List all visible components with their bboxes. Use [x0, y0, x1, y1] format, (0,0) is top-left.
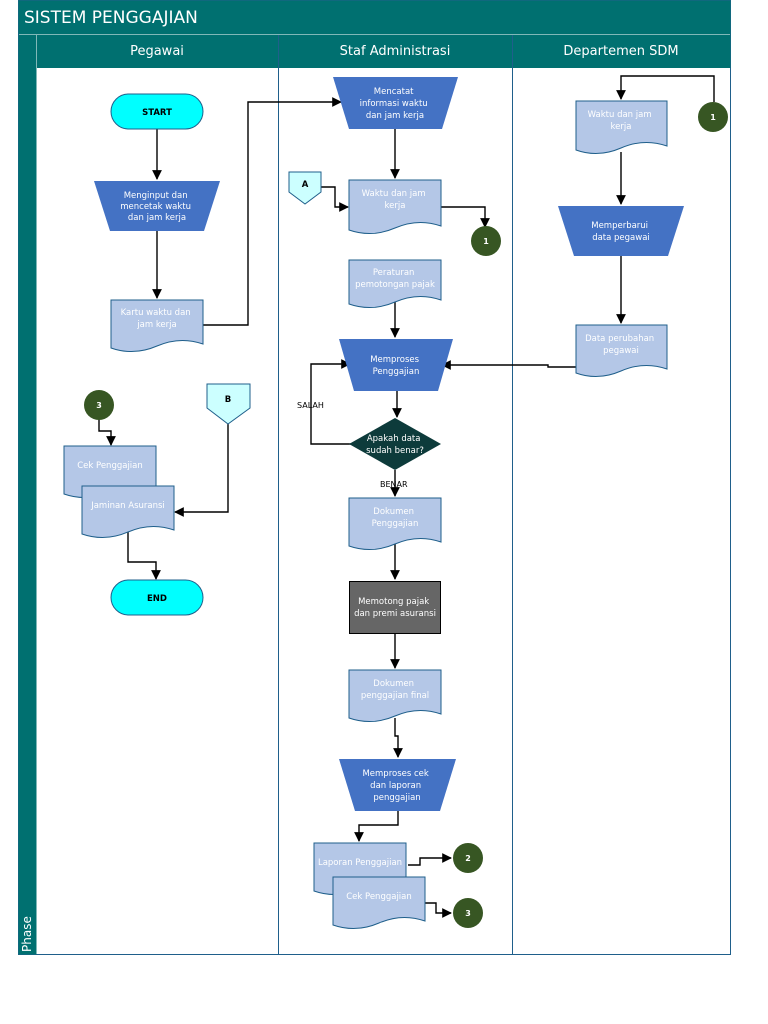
- document-waktu-jam-kerja-sdm[interactable]: Waktu dan jam kerja: [575, 100, 668, 154]
- connector-3-staf[interactable]: 3: [453, 898, 483, 928]
- terminal-start[interactable]: START: [110, 93, 204, 130]
- document-dokumen-penggajian[interactable]: Dokumen Penggajian: [348, 497, 442, 550]
- decision-apakah-data[interactable]: Apakah data sudah benar?: [349, 418, 441, 470]
- waktu-sdm-label: Waktu dan jam kerja: [588, 110, 655, 132]
- connector-label: 3: [96, 401, 102, 410]
- lane-title-sdm: Departemen SDM: [563, 44, 678, 59]
- offpage-connector-b[interactable]: B: [206, 383, 251, 425]
- document-waktu-jam-kerja-staf[interactable]: Waktu dan jam kerja: [348, 179, 442, 234]
- document-kartu-waktu[interactable]: Kartu waktu dan jam kerja: [110, 299, 204, 352]
- flow-lines: [98, 75, 715, 918]
- document-dokumen-final[interactable]: Dokumen penggajian final: [348, 669, 442, 722]
- jaminan-label: Jaminan Asuransi: [90, 501, 165, 511]
- memproses-label: Memproses Penggajian: [370, 355, 422, 377]
- lane-title-staf: Staf Administrasi: [340, 44, 451, 59]
- document-peraturan[interactable]: Peraturan pemotongan pajak: [348, 259, 442, 308]
- kartu-label: Kartu waktu dan jam kerja: [121, 308, 194, 330]
- cek-staf-label: Cek Penggajian: [346, 892, 412, 902]
- mencatat-label: Mencatat informasi waktu dan jam kerja: [360, 87, 431, 121]
- connector-label: 3: [465, 909, 471, 918]
- manual-operation-mencatat[interactable]: Mencatat informasi waktu dan jam kerja: [333, 77, 458, 129]
- document-data-perubahan[interactable]: Data perubahan pegawai: [575, 324, 668, 377]
- document-jaminan-asuransi[interactable]: Jaminan Asuransi: [81, 485, 175, 538]
- connector-3-pegawai[interactable]: 3: [84, 390, 114, 420]
- menginput-label: Menginput dan mencetak waktu dan jam ker…: [120, 191, 193, 223]
- waktu-staf-label: Waktu dan jam kerja: [362, 189, 429, 211]
- phase-column: [18, 35, 37, 955]
- dokumen-label: Dokumen Penggajian: [372, 507, 419, 529]
- offpage-b-label: B: [225, 395, 231, 405]
- connector-label: 1: [483, 237, 489, 246]
- data-perubahan-label: Data perubahan pegawai: [585, 334, 657, 356]
- connector-label: 2: [465, 854, 471, 863]
- cek-pegawai-label: Cek Penggajian: [77, 461, 143, 471]
- memproses-cek-label: Memproses cek dan laporan penggajian: [362, 769, 431, 803]
- apakah-label: Apakah data sudah benar?: [366, 434, 424, 456]
- start-label: START: [142, 108, 172, 118]
- manual-operation-memproses[interactable]: Memproses Penggajian: [339, 339, 453, 391]
- end-label: END: [147, 594, 167, 604]
- peraturan-label: Peraturan pemotongan pajak: [355, 268, 435, 290]
- offpage-a-label: A: [302, 180, 309, 190]
- document-cek-penggajian-staf[interactable]: Cek Penggajian: [332, 876, 426, 929]
- phase-label: Phase: [20, 916, 34, 952]
- flow-label-benar: BENAR: [380, 480, 408, 489]
- offpage-connector-a[interactable]: A: [288, 171, 322, 205]
- lane-header-bar: [37, 35, 731, 68]
- manual-operation-memproses-cek[interactable]: Memproses cek dan laporan penggajian: [339, 759, 456, 811]
- connector-1-sdm[interactable]: 1: [698, 102, 728, 132]
- manual-operation-menginput[interactable]: Menginput dan mencetak waktu dan jam ker…: [94, 181, 220, 231]
- connector-1-staf[interactable]: 1: [471, 226, 501, 256]
- lane-title-pegawai: Pegawai: [130, 44, 184, 59]
- terminal-end[interactable]: END: [110, 579, 204, 616]
- flow-label-salah: SALAH: [297, 401, 324, 410]
- memotong-label: Memotong pajak dan premi asuransi: [354, 597, 436, 619]
- title-bar: [18, 0, 731, 35]
- connector-2[interactable]: 2: [453, 843, 483, 873]
- process-memotong-pajak[interactable]: Memotong pajak dan premi asuransi: [349, 581, 441, 634]
- memperbarui-label: Memperbarui data pegawai: [591, 221, 651, 243]
- connector-label: 1: [710, 113, 716, 122]
- dokumen-final-label: Dokumen penggajian final: [361, 679, 429, 701]
- diagram-title: SISTEM PENGGAJIAN: [24, 8, 198, 28]
- laporan-label: Laporan Penggajian: [318, 858, 402, 868]
- manual-operation-memperbarui[interactable]: Memperbarui data pegawai: [558, 206, 684, 256]
